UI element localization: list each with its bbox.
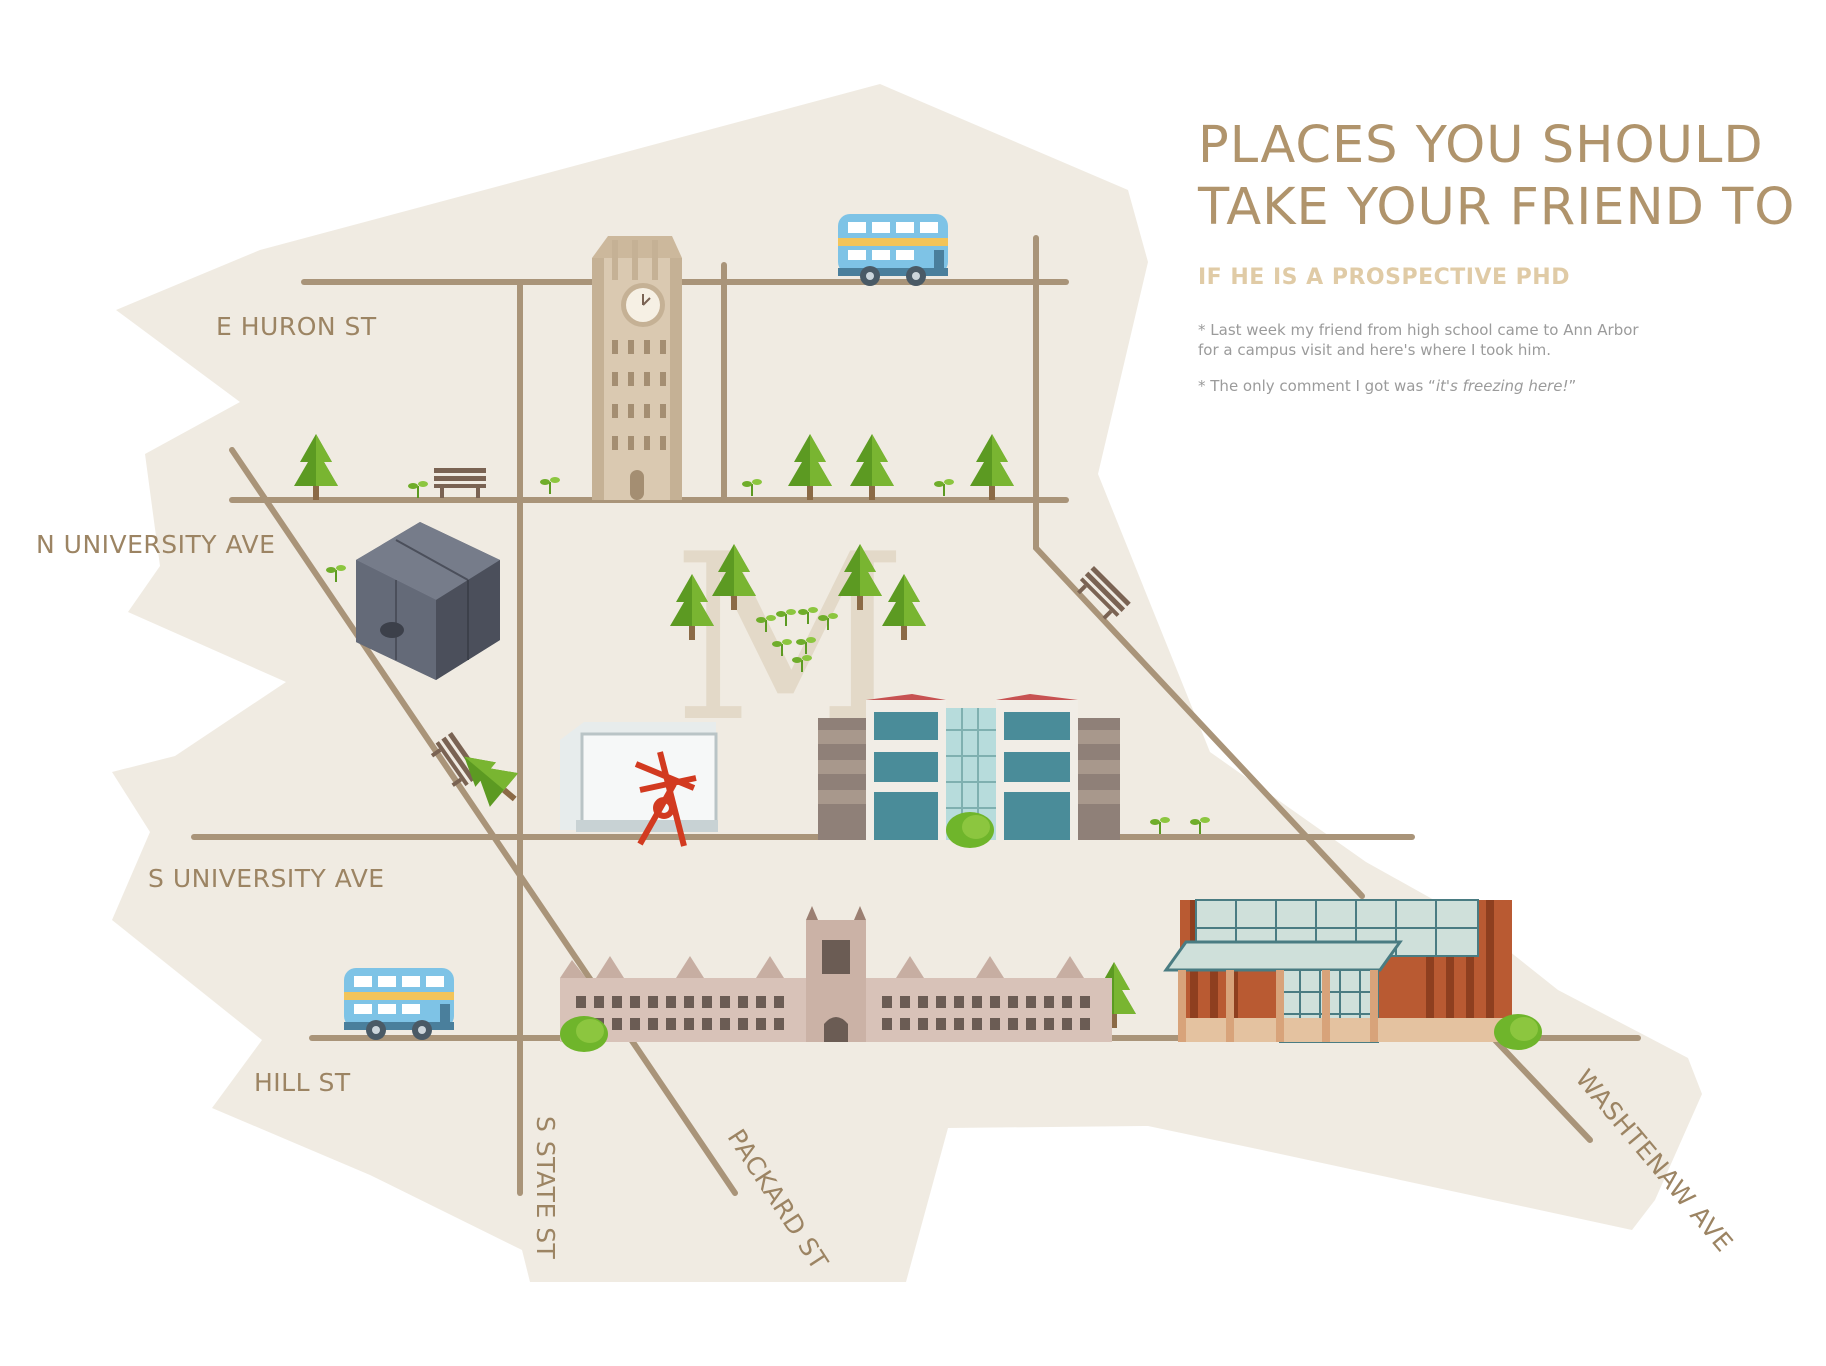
law-quad-illustration (560, 906, 1112, 1052)
street-label-e-huron: E HURON ST (216, 312, 377, 341)
burton-tower-illustration (592, 236, 682, 500)
bus-icon (344, 968, 454, 1040)
business-school-illustration (818, 694, 1120, 848)
note-comment-quote: it's freezing here! (1435, 377, 1569, 395)
road-network (191, 235, 1641, 1196)
note-visit: * Last week my friend from high school c… (1198, 321, 1639, 359)
street-label-n-university: N UNIVERSITY AVE (36, 530, 276, 559)
road-washtenaw (1492, 1037, 1593, 1143)
street-label-s-university: S UNIVERSITY AVE (148, 864, 385, 893)
note-comment-suffix: ” (1568, 377, 1577, 395)
right-building-illustration (1163, 899, 1542, 1050)
page-title: PLACES YOU SHOULD (1198, 116, 1764, 175)
bush-icon (560, 1016, 608, 1052)
art-museum-illustration (560, 722, 718, 847)
road-packard (229, 447, 738, 1196)
page-subtitle: IF HE IS A PROSPECTIVE PHD (1198, 265, 1570, 290)
page-title-line-2: TAKE YOUR FRIEND TO (1198, 178, 1796, 237)
title-block: PLACES YOU SHOULD TAKE YOUR FRIEND TO IF… (1198, 115, 1798, 396)
cube-sculpture-illustration (356, 522, 500, 680)
road-east-university (1033, 235, 1365, 899)
street-label-hill: HILL ST (254, 1068, 351, 1097)
street-label-s-state: S STATE ST (531, 1116, 560, 1260)
bus-icon (838, 214, 948, 286)
bush-icon (1494, 1014, 1542, 1050)
note-comment: * The only comment I got was “it's freez… (1198, 376, 1798, 396)
bush-icon (946, 812, 994, 848)
note-comment-prefix: * The only comment I got was “ (1198, 377, 1436, 395)
